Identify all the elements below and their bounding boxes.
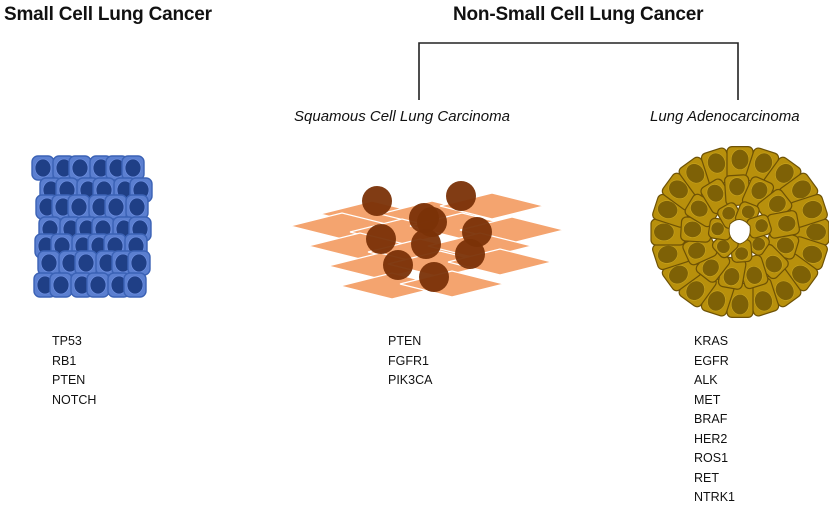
adeno-gene-ntrk1: NTRK1 (694, 490, 735, 504)
adeno-title: Lung Adenocarcinoma (650, 108, 800, 125)
squamous-nucleus (362, 186, 392, 216)
adeno-gene-her2: HER2 (694, 431, 728, 446)
gland-lumen (728, 219, 751, 245)
sclc-title: Small Cell Lung Cancer (4, 4, 212, 25)
small-cell (125, 194, 149, 220)
adeno-gene-ret: RET (694, 470, 719, 485)
small-cell (104, 194, 128, 220)
small-cell (67, 194, 91, 220)
small-cell (86, 272, 110, 298)
squamous-nucleus (417, 207, 447, 237)
adeno-cell (746, 214, 772, 239)
squamous-gene-pik3ca: PIK3CA (388, 373, 433, 387)
small-cell (49, 272, 73, 298)
squamous-nucleus (383, 250, 413, 280)
sclc-gene-tp53: TP53 (52, 334, 82, 348)
squamous-title: Squamous Cell Lung Carcinoma (294, 108, 510, 125)
squamous-nucleus (455, 239, 485, 269)
adeno-gene-met: MET (694, 392, 721, 407)
squamous-gene-fgfr1: FGFR1 (388, 353, 429, 368)
squamous-nucleus (446, 181, 476, 211)
adeno-cell (788, 193, 828, 228)
adeno-gene-ros1: ROS1 (694, 451, 729, 465)
adeno-gene-egfr: EGFR (694, 353, 729, 368)
small-cell (31, 155, 55, 181)
adeno-gene-alk: ALK (694, 373, 718, 387)
squamous-gene-pten: PTEN (388, 334, 422, 348)
sclc-gene-rb1: RB1 (52, 353, 77, 368)
adeno-gene-braf: BRAF (694, 412, 728, 426)
adeno-gene-kras: KRAS (694, 334, 729, 348)
squamous-nucleus (419, 262, 449, 292)
adeno-cell (745, 277, 780, 317)
squamous-nucleus (366, 224, 396, 254)
sclc-gene-pten: PTEN (52, 373, 86, 387)
adeno-cell (766, 210, 800, 239)
sclc-gene-notch: NOTCH (52, 392, 97, 407)
nsclc-title: Non-Small Cell Lung Cancer (453, 4, 704, 25)
small-cell (121, 155, 145, 181)
small-cell (123, 272, 147, 298)
